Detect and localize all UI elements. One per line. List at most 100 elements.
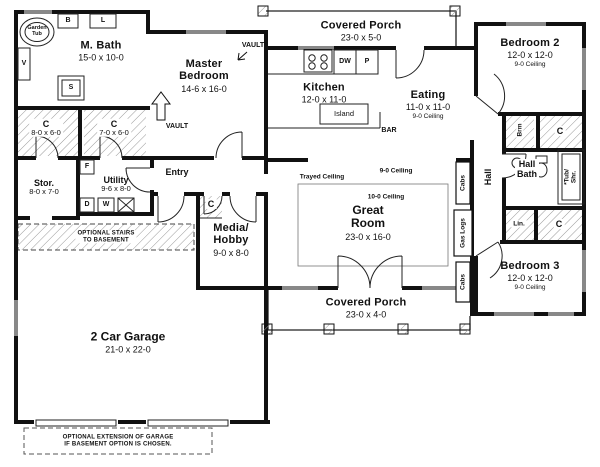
annotation-text: 10-0 Ceiling (367, 193, 405, 201)
room-label-entry: Entry (165, 167, 188, 177)
garage-doors (34, 419, 230, 427)
room-dims: 8-0 x 6-0 (31, 127, 61, 137)
annotation-text: C (555, 218, 563, 229)
room-name: Hall Bath (517, 158, 537, 179)
room-name: Covered Porch (325, 296, 407, 309)
room-ceiling: 9-0 Ceiling (514, 61, 546, 69)
doors (35, 49, 527, 289)
annotation-text: B (65, 17, 71, 25)
room-name: Kitchen (303, 81, 345, 94)
broom-closet-label: Brm (516, 121, 524, 139)
annotation-text: F (84, 163, 90, 171)
ceiling-9-label-great-room: 9-0 Ceiling (377, 167, 415, 175)
room-name: Bedroom 2 (500, 37, 560, 50)
room-label-hall: Hall (483, 169, 493, 186)
room-name: M. Bath (80, 39, 122, 52)
annotation-text: Brm (516, 123, 524, 137)
vault-arrow-icons (151, 51, 248, 121)
room-dims: 9-0 x 8-0 (213, 247, 249, 258)
room-name: Utility (103, 174, 129, 185)
optional-extension-outline (23, 427, 213, 455)
annotation-text: VAULT (165, 123, 189, 131)
room-label-bedroom-2: Bedroom 2 12-0 x 12-0 9-0 Ceiling (500, 37, 559, 69)
room-label-media-hobby: Media/ Hobby 9-0 x 8-0 (213, 222, 249, 258)
vault-label-top: VAULT (242, 42, 264, 50)
room-name: Entry (165, 166, 189, 177)
annotation-text: OPTIONAL STAIRS TO BASEMENT (77, 230, 135, 243)
closet-c-label-media: C (205, 198, 217, 210)
optional-extension-note: OPTIONAL EXTENSION OF GARAGE IF BASEMENT… (63, 434, 174, 447)
annotation-text: Cabs (459, 175, 467, 191)
room-label-m-bath: M. Bath 15-0 x 10-0 (78, 39, 124, 62)
room-dims: 21-0 x 22-0 (105, 345, 151, 356)
room-name: Covered Porch (320, 19, 402, 32)
annotation-text: C (207, 198, 215, 209)
room-label-covered-porch-top: Covered Porch 23-0 x 5-0 (321, 19, 402, 42)
annotation-text: DW (339, 58, 351, 66)
cabs-label-2: Cabs (459, 272, 467, 292)
room-label-kitchen: Kitchen 12-0 x 11-0 (302, 81, 347, 104)
freezer-f-label: F (85, 163, 89, 171)
cabs-label-1: Cabs (459, 173, 467, 193)
annotation-text: V (21, 60, 27, 68)
room-dims: 23-0 x 16-0 (345, 231, 391, 242)
annotation-text: Lin. (513, 220, 525, 228)
room-dims: 7-0 x 6-0 (99, 127, 129, 137)
l-box-label: L (101, 17, 105, 25)
room-name: Media/ Hobby (213, 222, 249, 247)
vanity-v-label: V (22, 60, 27, 68)
shower-s-label: S (69, 84, 74, 92)
room-label-storage: Stor. 8-0 x 7-0 (29, 178, 59, 196)
annotation-text: P (364, 58, 370, 66)
room-label-master-closet-2: C 7-0 x 6-0 (97, 118, 131, 138)
annotation-text: Trayed Ceiling (299, 173, 345, 181)
room-dims: 11-0 x 11-0 (405, 102, 451, 113)
closet-c-label-hall-2: C (553, 218, 565, 230)
gas-logs-label: Gas Logs (459, 216, 467, 250)
room-label-utility: Utility 9-6 x 8-0 (101, 175, 131, 193)
dryer-d-label: D (84, 201, 89, 209)
room-dims: 9-6 x 8-0 (101, 183, 131, 193)
annotation-text: Gas Logs (459, 218, 467, 248)
fixtures (17, 13, 585, 219)
room-name: Bedroom 3 (500, 260, 560, 273)
room-dims: 14-6 x 16-0 (181, 83, 227, 94)
annotation-text: W (102, 201, 110, 209)
room-dims: 12-0 x 12-0 (507, 50, 553, 61)
room-dims: 23-0 x 5-0 (340, 32, 382, 43)
room-dims: 12-0 x 11-0 (301, 94, 347, 105)
room-name: 2 Car Garage (90, 329, 166, 344)
tub-shower-label: *Tub/ Shr. (563, 162, 579, 192)
b-box-label: B (65, 17, 70, 25)
room-name: Hall (482, 168, 493, 186)
room-ceiling: 9-0 Ceiling (514, 284, 546, 292)
room-label-great-room: Great Room 23-0 x 16-0 (343, 203, 393, 242)
porch-posts (257, 5, 471, 335)
pantry-label: P (365, 58, 370, 66)
room-dims: 12-0 x 12-0 (507, 273, 553, 284)
garden-tub-label: Garden Tub (27, 25, 47, 38)
room-dims: 15-0 x 10-0 (78, 52, 124, 63)
annotation-text: D (84, 201, 90, 209)
room-label-eating: Eating 11-0 x 11-0 9-0 Ceiling (406, 89, 450, 121)
annotation-text: VAULT (241, 42, 265, 50)
room-label-master-bedroom: Master Bedroom 14-6 x 16-0 (179, 58, 229, 94)
room-ceiling: 9-0 Ceiling (412, 113, 444, 121)
room-name: Stor. (33, 177, 55, 188)
island-label: Island (333, 108, 355, 118)
annotation-text: L (100, 17, 106, 25)
annotation-text: *Tub/ Shr. (563, 169, 578, 185)
optional-stairs-note: OPTIONAL STAIRS TO BASEMENT (75, 230, 137, 244)
annotation-text: Island (333, 108, 355, 118)
room-name: Master Bedroom (179, 58, 229, 83)
bar-label: BAR (381, 127, 396, 135)
vault-label-left: VAULT (166, 123, 188, 131)
linen-label: Lin. (511, 220, 527, 228)
annotation-text: S (68, 84, 74, 92)
tray-ceiling-outline (297, 183, 449, 267)
room-name: C (110, 118, 118, 129)
room-label-garage: 2 Car Garage 21-0 x 22-0 (90, 329, 166, 356)
walls (14, 10, 586, 424)
annotation-text: Garden Tub (27, 25, 47, 37)
room-name: Great Room (351, 203, 385, 231)
